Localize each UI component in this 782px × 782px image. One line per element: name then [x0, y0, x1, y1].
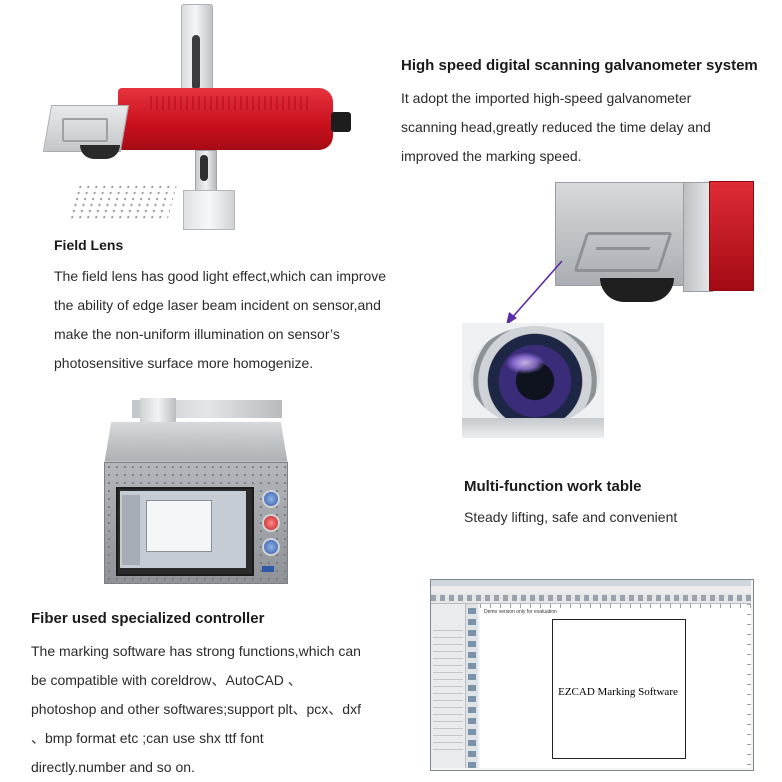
controller-line: directly.number and so on.	[31, 759, 195, 775]
controller-table-surface	[104, 421, 288, 462]
ezcad-page	[552, 619, 686, 759]
controller-heading: Fiber used specialized controller	[31, 610, 265, 627]
emergency-stop-icon	[262, 514, 280, 532]
laser-head-vents	[150, 96, 310, 110]
marking-dot-pattern	[66, 184, 178, 222]
galvo-logo-icon	[62, 118, 108, 142]
pointer-arrow-icon	[506, 260, 563, 325]
lens-optic	[470, 326, 600, 426]
ezcad-draw-tools	[466, 604, 478, 768]
work-table-heading: Multi-function work table	[464, 478, 642, 495]
ezcad-ruler-horizontal	[480, 604, 751, 608]
controller-line: 、bmp format etc ;can use shx ttf font	[31, 730, 264, 746]
ezcad-menubar	[431, 586, 751, 593]
field-lens-description: The field lens has good light effect,whi…	[54, 262, 386, 378]
column-slot	[192, 35, 200, 90]
monitor-side-panel	[122, 495, 140, 565]
closeup-red-head	[709, 181, 754, 291]
field-lens-heading: Field Lens	[54, 237, 124, 253]
galvo-description: It adopt the imported high-speed galvano…	[401, 84, 711, 171]
column-base	[183, 190, 235, 230]
power-button-icon	[262, 490, 280, 508]
monitor-canvas	[146, 500, 212, 552]
work-table-line: Steady lifting, safe and convenient	[464, 509, 678, 525]
controller-line: The marking software has strong function…	[31, 643, 361, 659]
field-lens-line: the ability of edge laser beam incident …	[54, 297, 381, 313]
work-table-description: Steady lifting, safe and convenient	[464, 503, 677, 532]
ezcad-canvas-note: Demo version only for evaluation	[484, 609, 557, 615]
galvo-heading: High speed digital scanning galvanometer…	[401, 57, 758, 74]
field-lens-line: make the non-uniform illumination on sen…	[54, 326, 340, 342]
ezcad-ruler-vertical	[747, 604, 751, 768]
controller-description: The marking software has strong function…	[31, 637, 361, 782]
cable-connector	[331, 112, 351, 132]
field-lens-bottom	[80, 145, 120, 159]
galvo-line: scanning head,greatly reduced the time d…	[401, 119, 711, 135]
lens-holder	[462, 418, 604, 438]
field-lens-line: The field lens has good light effect,whi…	[54, 268, 387, 284]
ezcad-titlebar	[431, 580, 751, 586]
lens-reflection	[505, 352, 545, 374]
closeup-logo-bar	[595, 247, 651, 250]
usb-port-icon	[262, 566, 274, 572]
closeup-galvo-housing	[555, 182, 687, 286]
lower-column-slot	[200, 155, 208, 181]
ezcad-toolbar	[431, 593, 751, 604]
galvo-line: improved the marking speed.	[401, 148, 582, 164]
controller-line: photoshop and other softwares;support pl…	[31, 701, 361, 717]
controller-line: be compatible with coreldrow、AutoCAD 、	[31, 672, 302, 688]
galvo-line: It adopt the imported high-speed galvano…	[401, 90, 692, 106]
ezcad-page-label: EZCAD Marking Software	[558, 686, 678, 698]
field-lens-line: photosensitive surface more homogenize.	[54, 355, 314, 371]
closeup-lens-mount	[600, 278, 674, 302]
laser-button-icon	[262, 538, 280, 556]
ezcad-property-rows	[433, 630, 463, 750]
closeup-logo-icon	[573, 232, 673, 272]
